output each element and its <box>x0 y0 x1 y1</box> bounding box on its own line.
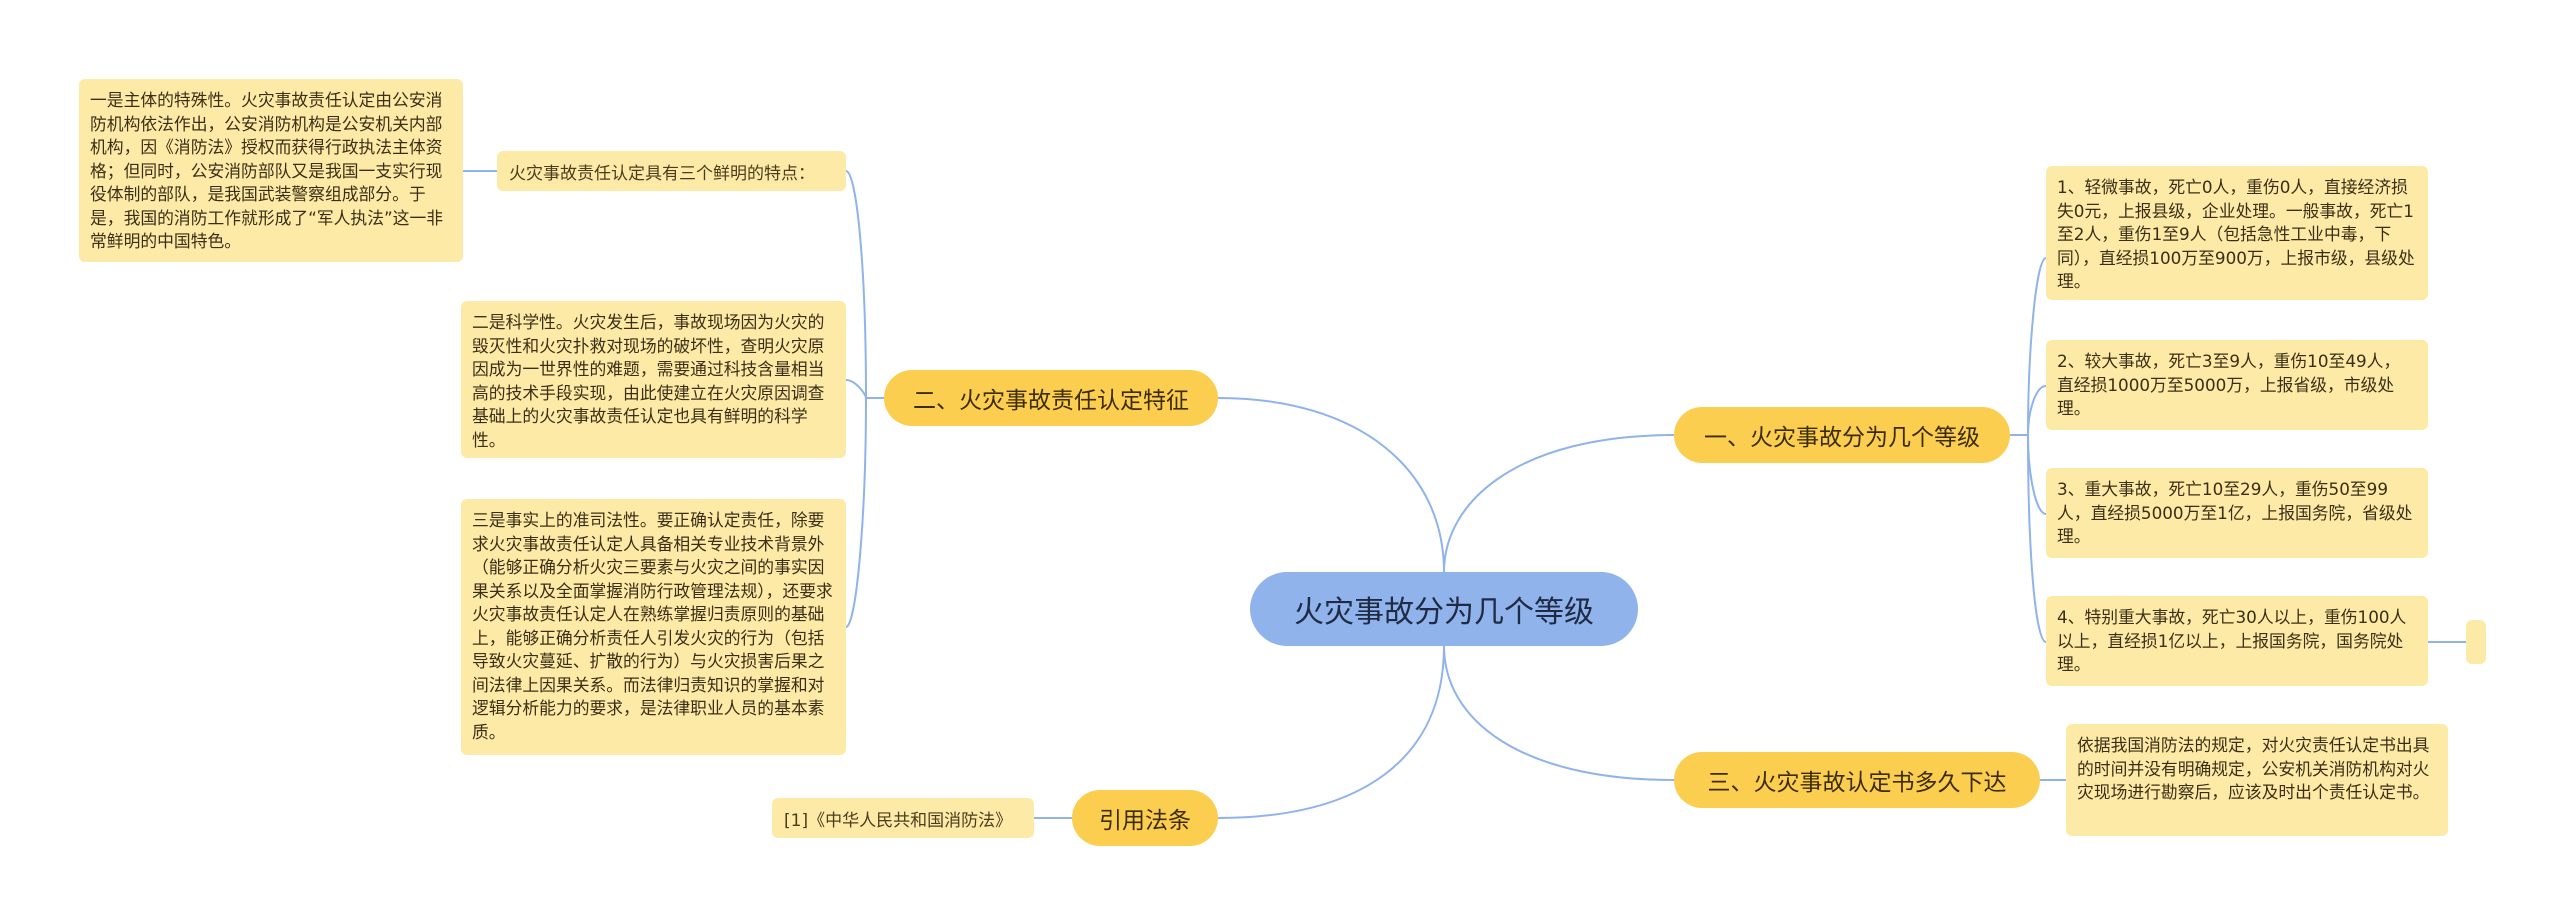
main-node-deadline[interactable]: 三、火灾事故认定书多久下达 <box>1674 752 2040 808</box>
main-node-grades[interactable]: 一、火灾事故分为几个等级 <box>1674 407 2010 463</box>
link-features-item-2 <box>845 379 867 399</box>
link-grades-item-3 <box>2027 434 2047 515</box>
grade-item-1[interactable]: 1、轻微事故，死亡0人，重伤0人，直接经济损失0元，上报县级，企业处理。一般事故… <box>2046 166 2428 300</box>
link-grades-item-1 <box>2027 257 2047 436</box>
link-grades-item-4 <box>2027 434 2047 643</box>
grade-item-2[interactable]: 2、较大事故，死亡3至9人，重伤10至49人，直经损1000万至5000万，上报… <box>2046 340 2428 430</box>
grade-item-3[interactable]: 3、重大事故，死亡10至29人，重伤50至99人，直经损5000万至1亿，上报国… <box>2046 468 2428 558</box>
link-features-item-3 <box>845 397 867 628</box>
link-root-grades <box>1443 434 1675 573</box>
link-features-sub <box>845 170 867 399</box>
root-node[interactable]: 火灾事故分为几个等级 <box>1250 572 1638 646</box>
grade-item-4[interactable]: 4、特别重大事故，死亡30人以上，重伤100人以上，直经损1亿以上，上报国务院，… <box>2046 596 2428 686</box>
link-root-features <box>1217 397 1445 573</box>
features-sub-text[interactable]: 一是主体的特殊性。火灾事故责任认定由公安消防机构依法作出，公安消防机构是公安机关… <box>79 79 463 262</box>
features-item-3[interactable]: 三是事实上的准司法性。要正确认定责任，除要求火灾事故责任认定人具备相关专业技术背… <box>461 499 846 755</box>
features-item-2[interactable]: 二是科学性。火灾发生后，事故现场因为火灾的毁灭性和火灾扑救对现场的破坏性，查明火… <box>461 301 846 458</box>
link-grades-item-2 <box>2027 385 2047 436</box>
main-node-law[interactable]: 引用法条 <box>1072 790 1218 846</box>
empty-child-node[interactable] <box>2466 620 2486 664</box>
main-node-features[interactable]: 二、火灾事故责任认定特征 <box>884 370 1218 426</box>
deadline-text[interactable]: 依据我国消防法的规定，对火灾责任认定书出具的时间并没有明确规定，公安机关消防机构… <box>2066 724 2448 836</box>
features-sub-label[interactable]: 火灾事故责任认定具有三个鲜明的特点： <box>497 151 846 191</box>
link-root-deadline <box>1443 645 1675 781</box>
law-item[interactable]: [1]《中华人民共和国消防法》 <box>772 798 1034 838</box>
link-root-law <box>1217 645 1445 819</box>
